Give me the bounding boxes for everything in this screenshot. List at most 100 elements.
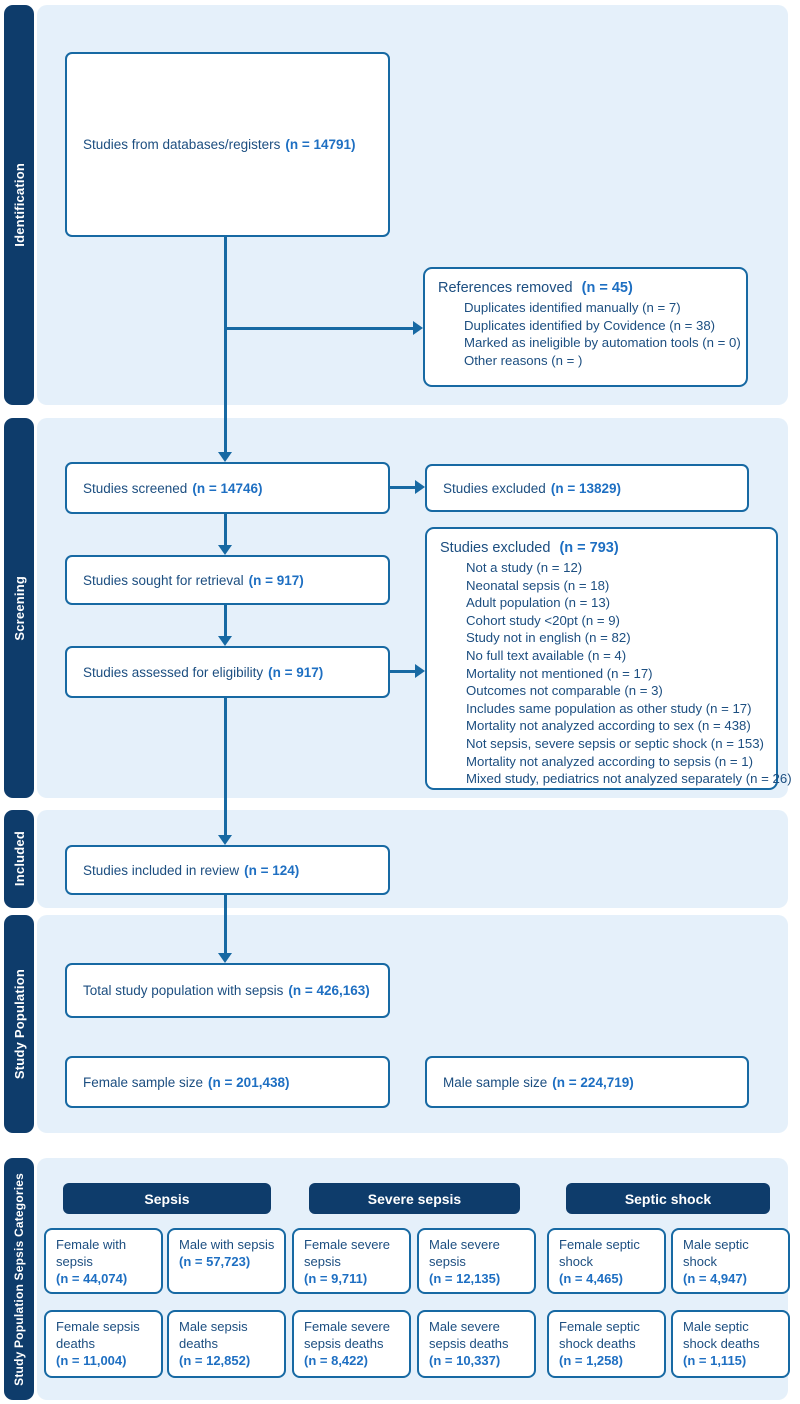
cat-box-n: (n = 12,852) — [179, 1352, 251, 1368]
category-header-sepsis: Sepsis — [63, 1183, 271, 1214]
excluded-detail-item: Includes same population as other study … — [466, 700, 752, 716]
cat-box-female-septic-shock-deaths: Female septic shock deaths (n = 1,258) — [547, 1310, 666, 1378]
cat-box-female-septic-shock: Female septic shock (n = 4,465) — [547, 1228, 666, 1294]
cat-box-male-severe-sepsis: Male severe sepsis (n = 12,135) — [417, 1228, 536, 1294]
sidebar-label-included-text: Included — [11, 831, 27, 887]
cat-box-label: Male septic shock deaths — [683, 1319, 760, 1351]
box-total-population-label: Total study population with sepsis — [83, 983, 284, 998]
arrowhead-right-to-excluded-detail — [415, 664, 425, 678]
box-female-sample-n: (n = 201,438) — [208, 1074, 290, 1090]
box-studies-sought-n: (n = 917) — [248, 572, 304, 588]
cat-box-female-sepsis-deaths: Female sepsis deaths (n = 11,004) — [44, 1310, 163, 1378]
box-female-sample: Female sample size (n = 201,438) — [65, 1056, 390, 1108]
arrowhead-down-to-sought — [218, 545, 232, 555]
connector-databases-to-screened — [224, 237, 227, 452]
references-removed-title-text: References removed — [438, 280, 573, 296]
cat-box-label: Female severe sepsis deaths — [304, 1319, 390, 1351]
connector-included-to-total — [224, 895, 227, 953]
cat-box-male-septic-shock-deaths: Male septic shock deaths (n = 1,115) — [671, 1310, 790, 1378]
cat-box-male-septic-shock: Male septic shock (n = 4,947) — [671, 1228, 790, 1294]
connector-branch-to-references — [224, 327, 413, 330]
cat-box-male-severe-sepsis-deaths: Male severe sepsis deaths (n = 10,337) — [417, 1310, 536, 1378]
cat-box-label: Female septic shock — [559, 1237, 640, 1269]
arrowhead-down-to-total — [218, 953, 232, 963]
connector-assessed-to-included — [224, 698, 227, 835]
cat-box-label: Female with sepsis — [56, 1237, 127, 1269]
excluded-detail-item: Not a study (n = 12) — [466, 560, 583, 575]
excluded-detail-n: (n = 793) — [559, 540, 619, 556]
cat-box-n: (n = 10,337) — [429, 1352, 501, 1368]
cat-box-n: (n = 4,465) — [559, 1270, 623, 1286]
cat-box-male-sepsis: Male with sepsis (n = 57,723) — [167, 1228, 286, 1294]
cat-box-label: Male sepsis deaths — [179, 1319, 248, 1351]
excluded-detail-item: Mortality not mentioned (n = 17) — [466, 665, 653, 681]
box-studies-from-databases-label: Studies from databases/registers — [83, 137, 281, 152]
sidebar-label-study-population: Study Population — [4, 915, 34, 1133]
box-studies-included-n: (n = 124) — [244, 862, 300, 878]
box-male-sample-n: (n = 224,719) — [552, 1074, 634, 1090]
cat-box-female-sepsis: Female with sepsis (n = 44,074) — [44, 1228, 163, 1294]
excluded-detail-item: Adult population (n = 13) — [466, 595, 611, 611]
cat-box-n: (n = 11,004) — [56, 1352, 127, 1368]
box-total-population: Total study population with sepsis (n = … — [65, 963, 390, 1018]
sidebar-label-screening-text: Screening — [11, 575, 27, 641]
box-studies-included: Studies included in review (n = 124) — [65, 845, 390, 895]
connector-assessed-to-excluded-detail — [390, 670, 415, 673]
box-studies-screened: Studies screened (n = 14746) — [65, 462, 390, 514]
box-studies-assessed: Studies assessed for eligibility (n = 91… — [65, 646, 390, 698]
cat-box-male-sepsis-deaths: Male sepsis deaths (n = 12,852) — [167, 1310, 286, 1378]
box-studies-included-label: Studies included in review — [83, 862, 240, 878]
sidebar-label-categories: Study Population Sepsis Categories — [4, 1158, 34, 1400]
cat-box-n: (n = 8,422) — [304, 1352, 368, 1368]
sidebar-label-study-population-text: Study Population — [11, 968, 27, 1080]
box-studies-excluded-label: Studies excluded — [443, 480, 546, 496]
box-studies-screened-label: Studies screened — [83, 480, 188, 496]
box-male-sample: Male sample size (n = 224,719) — [425, 1056, 749, 1108]
box-references-removed: References removed (n = 45) Duplicates i… — [423, 267, 748, 387]
sidebar-label-categories-text: Study Population Sepsis Categories — [12, 1172, 26, 1386]
box-male-sample-label: Male sample size — [443, 1074, 548, 1090]
arrowhead-right-to-references — [413, 321, 423, 335]
excluded-detail-item: Mixed study, pediatrics not analyzed sep… — [466, 771, 792, 787]
sidebar-label-screening: Screening — [4, 418, 34, 798]
excluded-detail-item: Not sepsis, severe sepsis or septic shoc… — [466, 735, 764, 751]
cat-box-label: Female septic shock deaths — [559, 1319, 640, 1351]
excluded-detail-item: No full text available (n = 4) — [466, 647, 627, 663]
sidebar-label-included: Included — [4, 810, 34, 908]
box-studies-excluded-n: (n = 13829) — [550, 480, 621, 496]
cat-box-female-severe-sepsis-deaths: Female severe sepsis deaths (n = 8,422) — [292, 1310, 411, 1378]
excluded-detail-item: Mortality not analyzed according to seps… — [466, 753, 753, 769]
arrowhead-down-to-assessed — [218, 636, 232, 646]
cat-box-label: Female sepsis deaths — [56, 1319, 140, 1351]
cat-box-n: (n = 57,723) — [179, 1253, 251, 1269]
cat-box-label: Male severe sepsis — [429, 1237, 500, 1269]
box-studies-sought: Studies sought for retrieval (n = 917) — [65, 555, 390, 605]
cat-box-n: (n = 9,711) — [304, 1270, 368, 1286]
references-removed-n: (n = 45) — [581, 280, 633, 296]
box-studies-excluded: Studies excluded (n = 13829) — [425, 464, 749, 512]
cat-box-label: Male septic shock — [683, 1237, 749, 1269]
cat-box-n: (n = 1,258) — [559, 1352, 623, 1368]
references-removed-item: Other reasons (n = ) — [464, 352, 583, 368]
arrowhead-down-to-screened — [218, 452, 232, 462]
box-studies-sought-label: Studies sought for retrieval — [83, 572, 244, 588]
box-studies-excluded-detail-title: Studies excluded (n = 793) — [440, 540, 768, 556]
connector-screened-to-excluded — [390, 486, 415, 489]
excluded-detail-item: Cohort study <20pt (n = 9) — [466, 612, 620, 628]
cat-box-label: Female severe sepsis — [304, 1237, 390, 1269]
category-header-severe-sepsis: Severe sepsis — [309, 1183, 520, 1214]
box-studies-excluded-detail: Studies excluded (n = 793) Not a study (… — [425, 527, 792, 790]
cat-box-label: Male with sepsis — [179, 1237, 275, 1252]
arrowhead-down-to-included — [218, 835, 232, 845]
references-removed-item: Marked as ineligible by automation tools… — [464, 335, 741, 351]
connector-screened-to-sought — [224, 514, 227, 545]
excluded-detail-item: Outcomes not comparable (n = 3) — [466, 683, 663, 699]
sidebar-label-identification: Identification — [4, 5, 34, 405]
box-total-population-n: (n = 426,163) — [288, 983, 370, 998]
box-studies-from-databases: Studies from databases/registers (n = 14… — [65, 52, 390, 237]
box-studies-assessed-label: Studies assessed for eligibility — [83, 664, 264, 680]
arrowhead-right-to-excluded — [415, 480, 425, 494]
category-header-septic-shock: Septic shock — [566, 1183, 770, 1214]
excluded-detail-item: Mortality not analyzed according to sex … — [466, 718, 751, 734]
